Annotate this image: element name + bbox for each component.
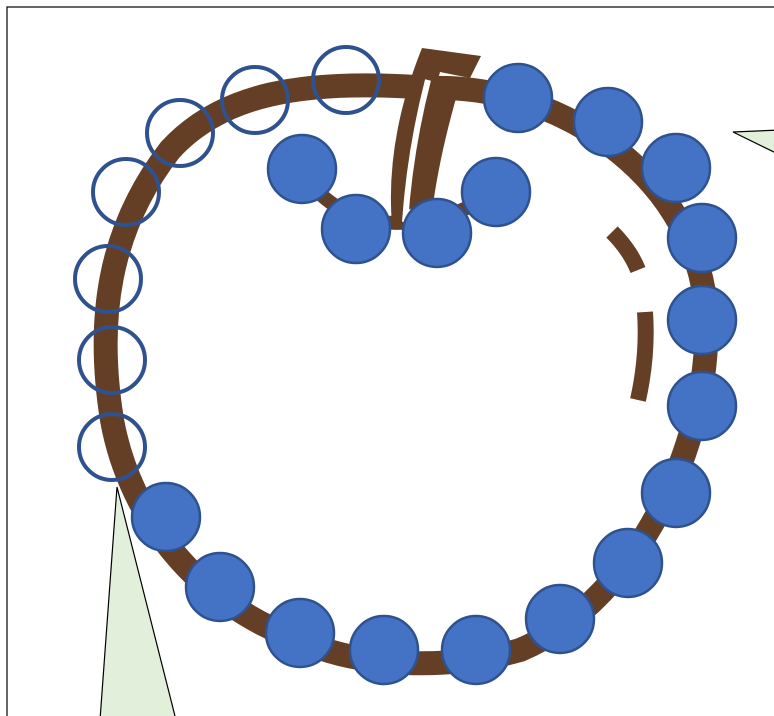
filled-bead [132, 483, 200, 551]
dash-mark-2 [638, 312, 646, 400]
filled-bead [350, 616, 418, 684]
filled-bead [668, 204, 736, 272]
filled-bead [462, 158, 530, 226]
filled-bead [668, 372, 736, 440]
filled-bead [322, 195, 390, 263]
hollow-bead [79, 414, 145, 480]
callout-right [733, 130, 774, 155]
hollow-bead [79, 327, 145, 393]
filled-bead [642, 134, 710, 202]
hollow-bead [93, 159, 159, 225]
dash-mark-1 [612, 232, 638, 270]
filled-bead [268, 135, 336, 203]
hollow-beads [75, 47, 379, 480]
filled-bead [266, 599, 334, 667]
filled-bead [403, 199, 471, 267]
filled-bead [526, 585, 594, 653]
hollow-bead [75, 246, 141, 312]
hollow-bead [313, 47, 379, 113]
filled-bead [484, 64, 552, 132]
hollow-bead [222, 67, 288, 133]
filled-bead [186, 553, 254, 621]
filled-bead [574, 88, 642, 156]
filled-bead [668, 286, 736, 354]
filled-bead [442, 616, 510, 684]
filled-bead [594, 529, 662, 597]
hollow-bead [147, 100, 213, 166]
filled-bead [642, 459, 710, 527]
